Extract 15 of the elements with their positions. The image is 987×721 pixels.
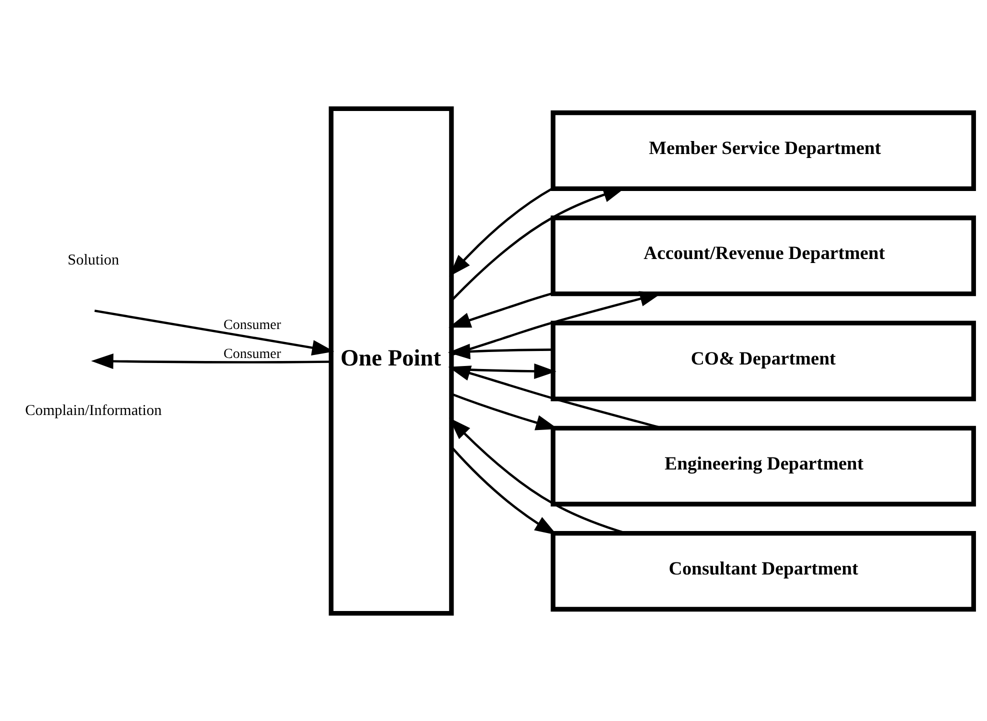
node-box: Consultant Department (550, 530, 976, 612)
arrow (448, 292, 553, 328)
arrow (449, 186, 554, 276)
edge-label: Consumer (223, 317, 282, 332)
arrow (94, 309, 334, 355)
node-box: Account/Revenue Department (550, 215, 976, 296)
node-box: CO& Department (550, 320, 976, 401)
node-box: Engineering Department (550, 425, 976, 506)
label: Solution (68, 251, 120, 268)
arrow (91, 352, 331, 369)
arrow (448, 343, 553, 359)
label: Complain/Information (25, 402, 162, 419)
node-box: One Point (328, 106, 454, 616)
node-box: Member Service Department (550, 110, 976, 191)
edge-label: Consumer (223, 346, 282, 362)
